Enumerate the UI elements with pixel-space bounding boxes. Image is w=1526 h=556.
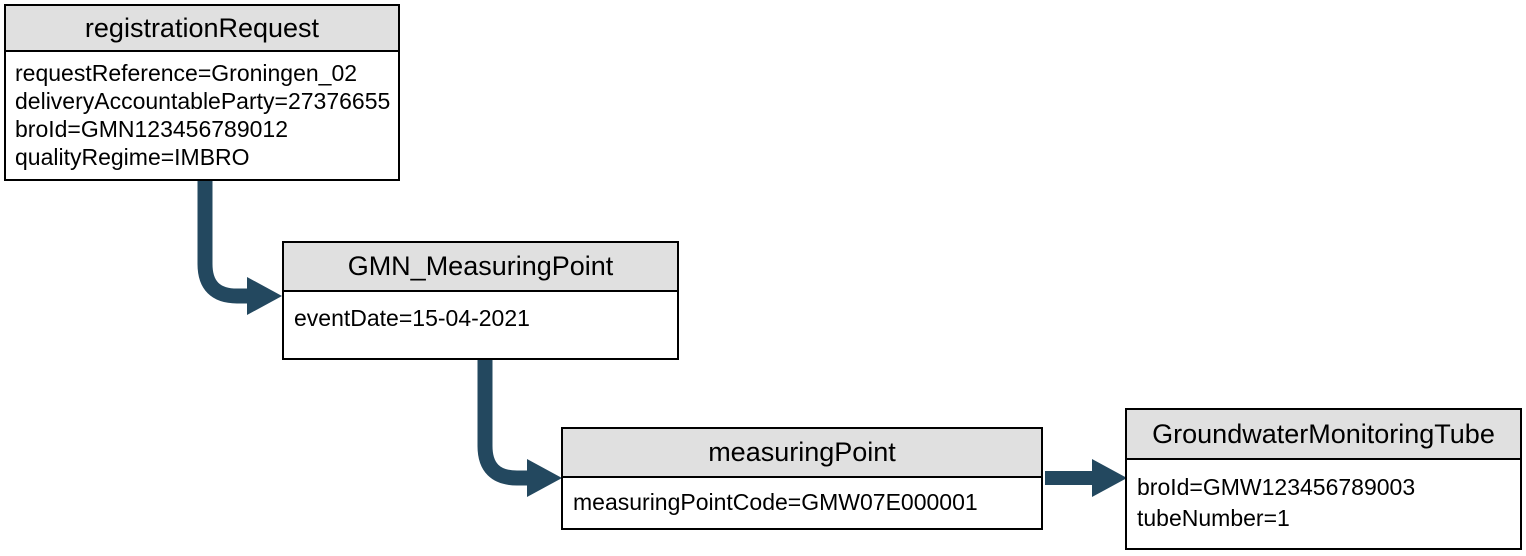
node-registrationrequest-title: registrationRequest bbox=[6, 6, 398, 52]
node-gmn-measuringpoint-body: eventDate=15-04-2021 bbox=[284, 292, 677, 332]
node-groundwatermonitoringtube: GroundwaterMonitoringTube broId=GMW12345… bbox=[1125, 408, 1522, 550]
node-groundwatermonitoringtube-body: broId=GMW123456789003 tubeNumber=1 bbox=[1127, 460, 1520, 534]
attribute-deliveryaccountableparty: deliveryAccountableParty=27376655 bbox=[15, 88, 391, 114]
attribute-qualityregime: qualityRegime=IMBRO bbox=[15, 144, 250, 170]
node-measuringpoint-title: measuringPoint bbox=[563, 429, 1041, 478]
edge-gmn-measuringpoint-arrowhead bbox=[527, 459, 562, 497]
attribute-requestreference: requestReference=Groningen_02 bbox=[15, 60, 358, 86]
node-registrationrequest: registrationRequest requestReference=Gro… bbox=[4, 4, 400, 181]
node-registrationrequest-body: requestReference=Groningen_02 deliveryAc… bbox=[6, 52, 398, 171]
attribute-measuringpointcode: measuringPointCode=GMW07E000001 bbox=[573, 489, 978, 515]
node-gmn-measuringpoint: GMN_MeasuringPoint eventDate=15-04-2021 bbox=[282, 241, 679, 360]
node-measuringpoint-body: measuringPointCode=GMW07E000001 bbox=[563, 478, 1041, 516]
attribute-broid: broId=GMW123456789003 bbox=[1137, 474, 1416, 500]
edge-gmn-measuringpoint-to-measuringpoint bbox=[477, 360, 528, 486]
attribute-broid: broId=GMN123456789012 bbox=[15, 116, 289, 142]
node-measuringpoint: measuringPoint measuringPointCode=GMW07E… bbox=[561, 427, 1043, 530]
node-gmn-measuringpoint-title: GMN_MeasuringPoint bbox=[284, 243, 677, 292]
edge-measuringpoint-arrowhead bbox=[1092, 459, 1127, 497]
edge-registrationrequest-arrowhead bbox=[247, 277, 282, 315]
attribute-eventdate: eventDate=15-04-2021 bbox=[294, 305, 530, 331]
edge-registrationrequest-to-gmn-measuringpoint bbox=[197, 180, 248, 304]
attribute-tubenumber: tubeNumber=1 bbox=[1137, 505, 1290, 531]
node-groundwatermonitoringtube-title: GroundwaterMonitoringTube bbox=[1127, 410, 1520, 460]
